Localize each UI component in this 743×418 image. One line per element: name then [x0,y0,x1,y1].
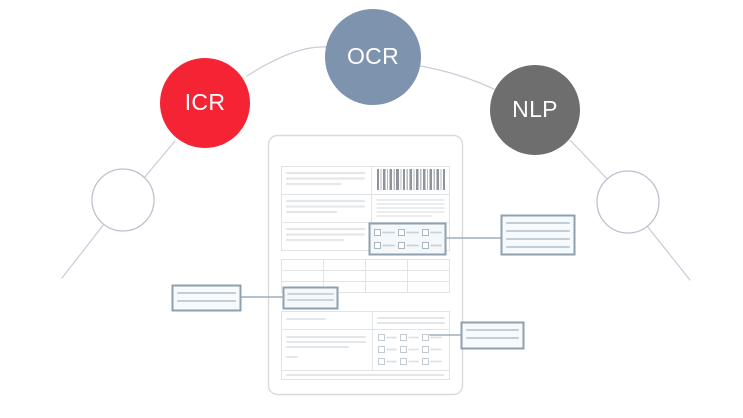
node-icr-label: ICR [185,89,226,115]
node-nlp[interactable]: NLP [490,65,580,155]
callout-right-top[interactable] [500,214,576,256]
header-text-lines [285,171,366,242]
callout-left[interactable] [171,284,242,312]
connector-emptyright-down [646,225,691,281]
node-nlp-circle [490,65,580,155]
barcode [377,169,446,190]
node-icr-circle [160,58,250,148]
node-ocr-circle [325,9,421,105]
node-icr[interactable]: ICR [160,58,250,148]
connector-emptyleft-icr [143,140,176,179]
connector-nlp-emptyright [569,139,609,181]
connector-lines [61,46,691,281]
node-nlp-label: NLP [512,96,558,122]
document-data-table [281,259,450,293]
footer-text-lines [286,317,445,376]
footer-checkbox-grid[interactable] [378,334,442,365]
node-ocr-label: OCR [347,43,399,69]
document-footer-block [281,311,450,380]
checkbox-field-highlight[interactable] [368,222,447,256]
node-empty-right[interactable] [596,170,660,234]
header-right-lines [376,199,445,217]
connector-ocr-nlp [419,65,497,91]
document-page[interactable] [267,134,464,396]
callout-right-bottom[interactable] [460,321,525,350]
node-empty-left[interactable] [91,168,155,232]
connector-emptyleft-down [61,223,105,279]
connector-icr-ocr [246,46,328,77]
callout-leader-lines [239,237,502,336]
text-field-highlight[interactable] [282,286,339,310]
node-ocr[interactable]: OCR [325,9,421,105]
